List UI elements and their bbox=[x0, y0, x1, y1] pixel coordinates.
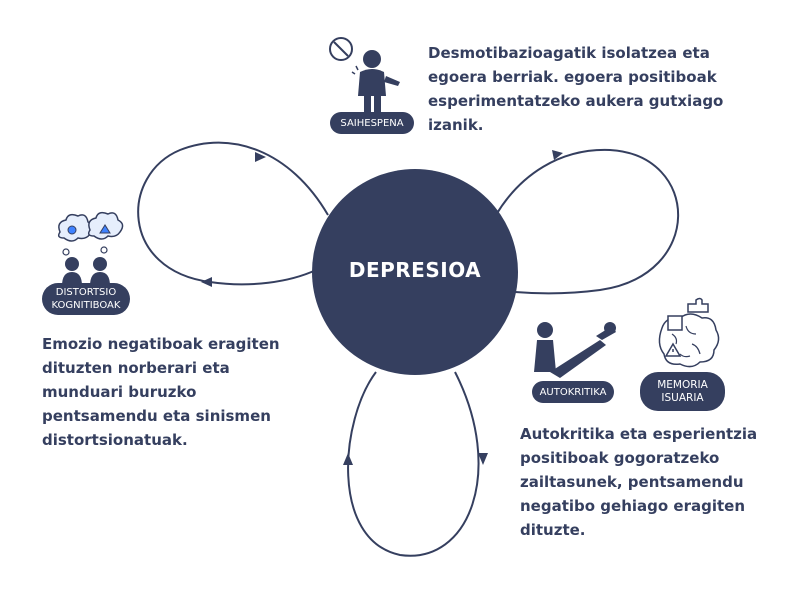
loop-left bbox=[137, 141, 329, 286]
label-autokritika-text: AUTOKRITIKA bbox=[539, 386, 607, 398]
label-autokritika: AUTOKRITIKA bbox=[532, 381, 614, 403]
brain-puzzle-icon bbox=[658, 297, 720, 368]
label-line-2: ISUARIA bbox=[661, 391, 704, 404]
label-line-2: KOGNITIBOAK bbox=[51, 300, 121, 311]
label-saihespena-text: SAIHESPENA bbox=[340, 117, 404, 129]
loop-bottom-arrow-right bbox=[478, 453, 488, 465]
center-circle bbox=[312, 169, 518, 375]
center-title: DEPRESIOA bbox=[348, 258, 482, 282]
loop-left-arrow-top bbox=[255, 152, 266, 162]
loop-bottom bbox=[347, 371, 480, 557]
loop-left-arrow-bottom bbox=[201, 277, 212, 287]
label-line-1: MEMORIA bbox=[657, 378, 708, 391]
loop-right bbox=[495, 148, 680, 295]
description-distortsio: Emozio negatiboak eragiten dituzten norb… bbox=[42, 335, 280, 449]
loop-right-arrow-top bbox=[552, 150, 563, 160]
label-line-1: DISTORTSIO bbox=[55, 287, 117, 298]
two-people-thinking-icon bbox=[57, 211, 124, 286]
loop-bottom-arrow-left bbox=[343, 453, 353, 465]
label-saihespena: SAIHESPENA bbox=[330, 112, 414, 134]
description-autokritika: Autokritika eta esperientzia positiboak … bbox=[520, 425, 758, 539]
label-distortsio-kognitiboak: DISTORTSIO KOGNITIBOAK bbox=[42, 283, 130, 315]
description-saihespena: Desmotibazioagatik isolatzea eta egoera … bbox=[428, 44, 724, 134]
person-with-shadow-icon bbox=[534, 322, 616, 378]
label-memoria-isuaria: MEMORIA ISUARIA bbox=[640, 372, 725, 411]
person-with-no-sign-icon bbox=[329, 37, 400, 114]
